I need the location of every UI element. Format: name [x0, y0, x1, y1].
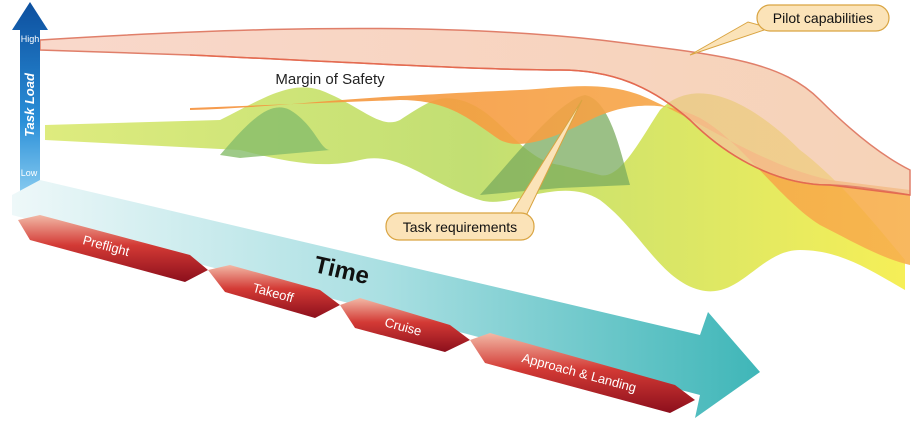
- pilot-capabilities-lower-edge: [189, 54, 911, 196]
- pilot-callout-pointer: [689, 21, 772, 56]
- margin-of-safety-surface: [190, 45, 910, 265]
- phase-banner-preflight: [18, 215, 208, 282]
- axis-high-label: High: [21, 34, 40, 44]
- pilot-callout-text: Pilot capabilities: [773, 10, 873, 26]
- pilot-callout-box: [756, 4, 890, 32]
- axis-low-label: Low: [21, 168, 38, 178]
- margin-of-safety-label: Margin of Safety: [275, 71, 385, 88]
- task-callout-box: [385, 212, 535, 241]
- phase-banner-approach-landing: [470, 333, 695, 413]
- phase-banner-takeoff: [208, 265, 340, 318]
- task-peak-1: [220, 107, 330, 158]
- axis-title: Task Load: [22, 72, 37, 137]
- task-load-axis-arrow: [12, 2, 48, 200]
- task-callout-text: Task requirements: [403, 219, 517, 235]
- phase-banner-cruise: [340, 298, 470, 352]
